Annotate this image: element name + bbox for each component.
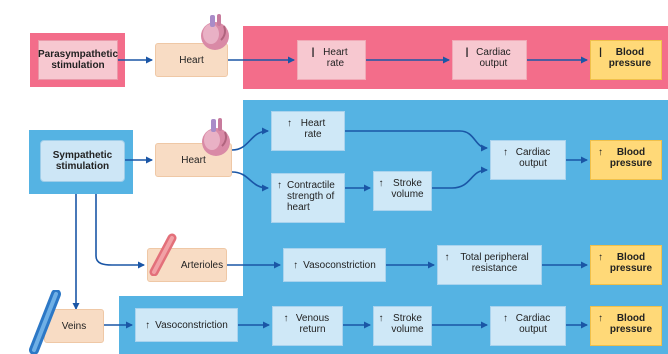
increase-arrow: ↑ [503,147,508,158]
venous-return-label: Venous return [295,313,330,335]
increase-arrow: ↑ [287,118,292,129]
veins-stroke-volume: ↑ Stroke volume [373,306,432,346]
decrease-arrow: | [311,47,315,58]
veins-node: Veins [44,309,104,343]
veins-vasoconstriction: ↑ Vasoconstriction [135,308,238,342]
increase-arrow: ↑ [598,252,603,263]
symp-cardiac-output-label: Cardiac output [515,147,551,169]
arrow-heart-to-contractile [231,171,269,192]
arrow-rate-to-output [345,130,488,152]
parasympathetic-stimulation-label: Parasympathetic stimulation [37,49,119,71]
arterioles-blood-pressure: ↑ Blood pressure [590,245,662,285]
increase-arrow: ↑ [598,313,603,324]
increase-arrow: ↑ [277,180,282,191]
arrow-heart-to-rate [231,127,269,151]
veins-blood-pressure-label: Blood pressure [609,313,653,335]
veins-label: Veins [61,320,87,332]
increase-arrow: ↑ [283,313,289,324]
increase-arrow: ↑ [378,178,384,189]
arterioles-blood-pressure-label: Blood pressure [609,252,653,274]
veins-vasoconstriction-label: Vasoconstriction [155,319,228,331]
increase-arrow: ↑ [145,319,151,331]
increase-arrow: ↑ [378,313,384,324]
para-heart-rate: | Heart rate [297,40,366,80]
para-heart-rate-label: Heart rate [323,47,348,69]
increase-arrow: ↑ [444,252,450,263]
para-heart-label: Heart [179,54,204,66]
veins-cardiac-output-label: Cardiac output [515,313,551,335]
arteriole-icon [149,233,177,276]
total-peripheral-resistance: ↑ Total peripheral resistance [437,245,542,285]
para-cardiac-output-label: Cardiac output [476,47,511,69]
para-blood-pressure-label: Blood pressure [608,47,652,69]
parasympathetic-stimulation: Parasympathetic stimulation [38,40,118,80]
veins-blood-pressure: ↑ Blood pressure [590,306,662,346]
symp-heart-rate-label: Heart rate [300,118,326,140]
heart-icon [202,118,230,156]
symp-cardiac-output: ↑ Cardiac output [490,140,566,180]
arrow-stroke-to-output [432,166,488,189]
symp-blood-pressure: ↑ Blood pressure [590,140,662,180]
symp-stroke-volume-label: Stroke volume [391,178,424,200]
para-cardiac-output: | Cardiac output [452,40,527,80]
para-blood-pressure: | Blood pressure [590,40,662,80]
vein-icon [29,290,61,354]
increase-arrow: ↑ [293,259,299,271]
symp-blood-pressure-label: Blood pressure [609,147,653,169]
increase-arrow: ↑ [503,313,508,324]
veins-stroke-volume-label: Stroke volume [391,313,424,335]
venous-return: ↑ Venous return [272,306,343,346]
heart-icon [201,14,229,50]
trunk-to-arterioles [95,194,145,269]
decrease-arrow: | [465,47,469,58]
increase-arrow: ↑ [598,147,603,158]
symp-contractile-strength: ↑ Contractile strength of heart [271,173,345,223]
symp-stroke-volume: ↑ Stroke volume [373,171,432,211]
symp-heart-label: Heart [181,154,206,166]
symp-contractile-label: Contractile strength of heart [287,180,335,213]
arterioles-label: Arterioles [180,259,224,271]
symp-heart-rate: ↑ Heart rate [271,111,345,151]
sympathetic-stimulation-label: Sympathetic stimulation [52,150,113,172]
veins-cardiac-output: ↑ Cardiac output [490,306,566,346]
arterioles-vasoconstriction-label: Vasoconstriction [303,259,376,271]
decrease-arrow: | [599,47,602,58]
total-peripheral-label: Total peripheral resistance [460,252,529,274]
arterioles-vasoconstriction: ↑ Vasoconstriction [283,248,386,282]
sympathetic-stimulation: Sympathetic stimulation [40,140,125,182]
